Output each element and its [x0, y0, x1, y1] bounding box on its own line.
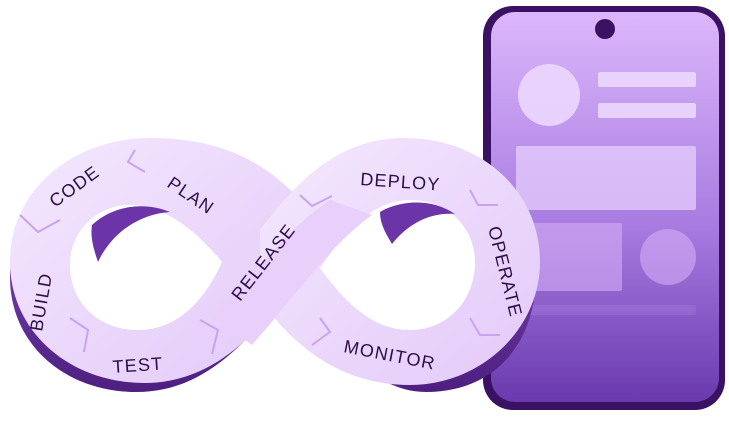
- row-placeholder: [516, 305, 696, 315]
- release-band: [212, 200, 372, 345]
- banner-placeholder: [516, 146, 696, 210]
- smartphone-icon: [483, 6, 725, 410]
- phone-camera: [595, 19, 615, 39]
- profile-avatar-placeholder: [518, 64, 580, 126]
- infinity-loop-icon: CODE PLAN RELEASE DEPLOY OPERATE MONITOR…: [10, 138, 540, 392]
- text-line-placeholder: [598, 72, 696, 87]
- loop-right-lobe: [260, 138, 540, 385]
- circle-placeholder: [640, 229, 696, 285]
- card-placeholder: [516, 223, 622, 291]
- text-line-placeholder: [598, 103, 696, 118]
- stage-test: TEST: [112, 353, 164, 376]
